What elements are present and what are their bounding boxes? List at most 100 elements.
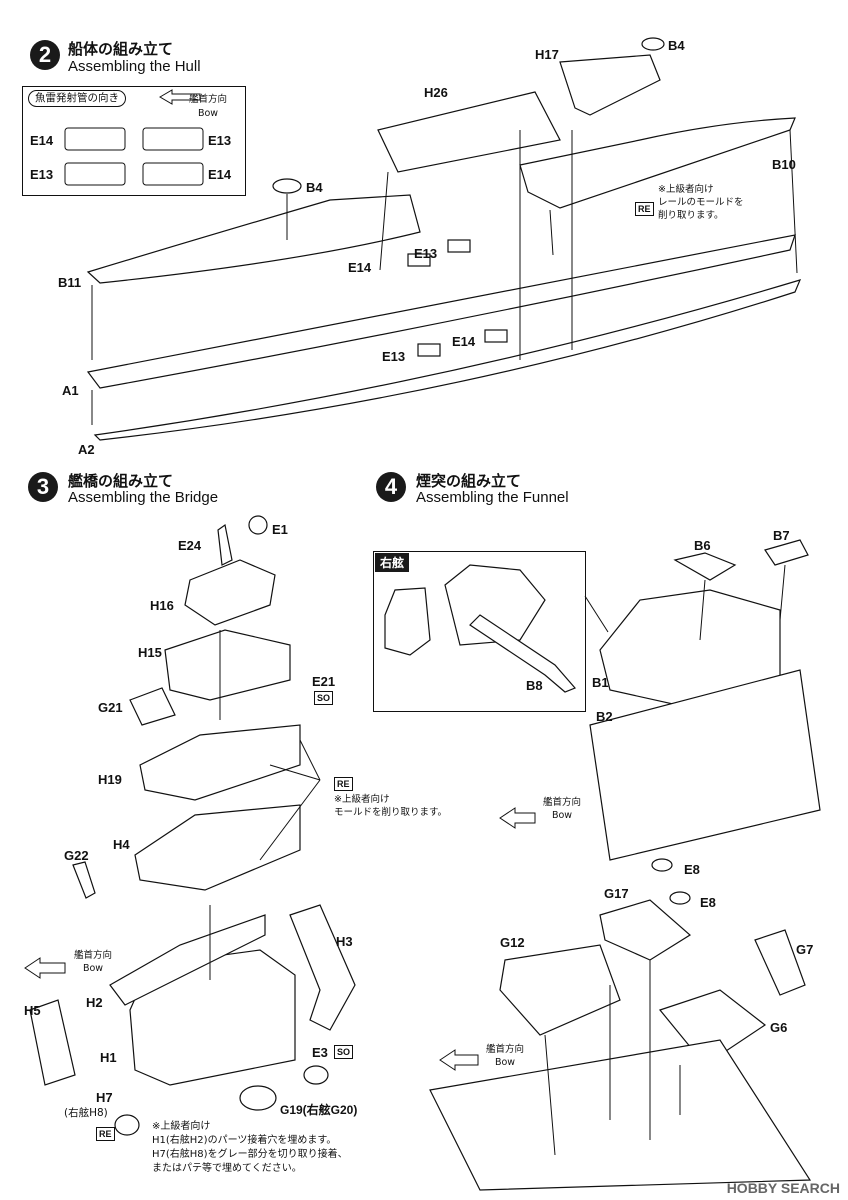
label-b4: B4: [306, 180, 323, 195]
bridge-g21: [129, 687, 176, 726]
label-e21: E21: [312, 674, 336, 689]
label-a1: A1: [62, 383, 79, 398]
hull-note-line1: ※上級者向け: [658, 184, 714, 195]
step-4-title-en: Assembling the Funnel: [416, 489, 569, 506]
funnel-bow-arrow-2: [439, 1049, 479, 1071]
label-b10: B10: [772, 157, 796, 172]
so-tag-1: SO: [314, 691, 334, 705]
legend-bow-arrow: [159, 89, 201, 105]
bridge-note-1-line1: ※上級者向け: [334, 794, 390, 805]
bridge-note-1-line2: モールドを削り取ります。: [334, 807, 448, 818]
torpedo-e14-b: [484, 329, 508, 343]
label-g12: G12: [500, 935, 525, 950]
funnel-g12: [499, 944, 621, 1036]
label-g21: G21: [98, 700, 123, 715]
legend-tube-e13-top: [142, 127, 204, 151]
funnel-bow-en-1: Bow: [551, 810, 573, 821]
bridge-h7: [114, 1114, 140, 1136]
label-h1: H1: [100, 1050, 117, 1065]
bridge-bow-jp: 艦首方向: [73, 950, 112, 961]
funnel-e8-a: [651, 858, 673, 872]
legend-tube-e14-bottom: [142, 162, 204, 186]
label-h8-note: (右舷H8): [64, 1107, 108, 1119]
funnel-b7: [764, 539, 809, 566]
legend-label-e13-bottom: E13: [30, 167, 54, 182]
funnel-bow-arrow-1: [499, 807, 536, 829]
inset-funnel-left: [384, 587, 431, 656]
bridge-h5: [29, 999, 76, 1086]
label-a2: A2: [78, 442, 95, 457]
funnel-base: [429, 1039, 812, 1191]
legend-heading: 魚雷発射管の向き: [28, 90, 126, 107]
step-2-title-en: Assembling the Hull: [68, 58, 201, 75]
bridge-h19: [139, 724, 301, 801]
step-3-badge: 3: [28, 472, 58, 502]
bridge-g19: [239, 1085, 277, 1111]
label-b2: B2: [596, 709, 613, 724]
hull-deck-b10: [519, 117, 796, 209]
funnel-e8-b: [669, 891, 691, 905]
inset-part-b8: [469, 614, 577, 693]
label-h2: H2: [86, 995, 103, 1010]
bridge-note-2-line3: H7(右舷H8)をグレー部分を切り取り接着、: [152, 1149, 348, 1160]
label-e13-b: E13: [382, 349, 406, 364]
funnel-g7: [754, 929, 806, 996]
legend-label-e13-top: E13: [208, 133, 232, 148]
funnel-bow-jp-1: 艦首方向: [542, 797, 581, 808]
label-h26: H26: [424, 85, 448, 100]
step-3-title-jp: 艦橋の組み立て: [68, 472, 174, 490]
funnel-bow-jp-2: 艦首方向: [485, 1044, 524, 1055]
step-4-badge: 4: [376, 472, 406, 502]
label-e1: E1: [272, 522, 288, 537]
label-b1: B1: [592, 675, 609, 690]
legend-label-e14-bottom: E14: [208, 167, 232, 182]
label-g6: G6: [770, 1020, 788, 1035]
legend-label-e14-top: E14: [30, 133, 54, 148]
label-h17: H17: [535, 47, 559, 62]
bridge-note-2: ※上級者向け H1(右舷H2)のパーツ接着穴を埋めます。 H7(右舷H8)をグレ…: [152, 1120, 348, 1176]
label-h4: H4: [113, 837, 130, 852]
funnel-deck: [589, 669, 821, 861]
step-4-title-jp: 煙突の組み立て: [416, 472, 522, 490]
label-b11: B11: [58, 275, 82, 290]
bridge-h4: [134, 804, 301, 891]
label-e13-a: E13: [414, 246, 438, 261]
so-tag-2: SO: [334, 1045, 354, 1059]
hull-note-line3: 削り取ります。: [658, 210, 724, 221]
funnel-b6: [673, 552, 737, 581]
label-b8: B8: [526, 678, 543, 693]
step-2-title-jp: 船体の組み立て: [68, 40, 174, 58]
label-e3: E3: [312, 1045, 328, 1060]
part-b4-left: [272, 178, 302, 194]
bridge-e1: [248, 515, 268, 535]
legend-tube-e14-top: [64, 127, 126, 151]
bridge-bow-arrow: [24, 957, 66, 979]
step-2-badge: 2: [30, 40, 60, 70]
bridge-h3: [289, 904, 356, 1031]
torpedo-e14-a: [407, 253, 431, 267]
bridge-note-2-line4: またはパテ等で埋めてください。: [152, 1163, 302, 1174]
bridge-e3: [303, 1065, 329, 1085]
label-h5: H5: [24, 1003, 41, 1018]
label-b4-top: B4: [668, 38, 685, 53]
label-e14-a: E14: [348, 260, 372, 275]
label-e24: E24: [178, 538, 202, 553]
hull-side-a2: [93, 279, 802, 441]
hull-part-h17: [559, 54, 661, 116]
hull-re-tag: RE: [635, 202, 654, 216]
hull-part-h26: [377, 91, 561, 173]
label-e14-b: E14: [452, 334, 476, 349]
legend-bow-en: Bow: [197, 108, 219, 119]
label-b7: B7: [773, 528, 790, 543]
bridge-bow-en: Bow: [82, 963, 104, 974]
bridge-re-tag: RE: [334, 777, 353, 791]
label-h16: H16: [150, 598, 174, 613]
torpedo-e13-a: [447, 239, 471, 253]
watermark: HOBBY SEARCH: [726, 1180, 840, 1196]
label-g7: G7: [796, 942, 814, 957]
torpedo-e13-b: [417, 343, 441, 357]
label-h3: H3: [336, 934, 353, 949]
label-e8-b: E8: [700, 895, 716, 910]
bridge-e24: [217, 523, 233, 566]
bridge-h2: [109, 914, 266, 1006]
